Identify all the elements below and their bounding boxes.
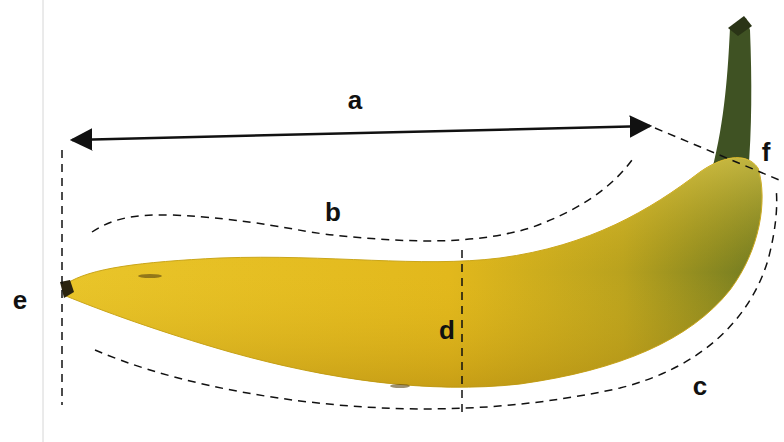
inner-curve-line [92, 160, 632, 241]
frame-line [43, 0, 44, 442]
dimension-label: f [760, 139, 773, 165]
length-arrow [72, 126, 650, 140]
stem-end [728, 16, 752, 36]
dimension-label: c [691, 373, 709, 399]
dimension-label: b [323, 199, 343, 225]
banana-shading [66, 158, 762, 388]
outer-curve-line [95, 188, 777, 409]
dimension-label: d [437, 317, 457, 343]
stem-reference-line [655, 128, 784, 182]
dimension-label: e [11, 287, 29, 313]
tip-reference-line [61, 150, 63, 405]
banana-peel [66, 158, 762, 388]
peel-spot [390, 384, 410, 388]
diameter-line [461, 250, 463, 415]
banana-stem [712, 18, 751, 175]
dimension-label: a [346, 87, 364, 113]
peel-spot [138, 274, 162, 278]
